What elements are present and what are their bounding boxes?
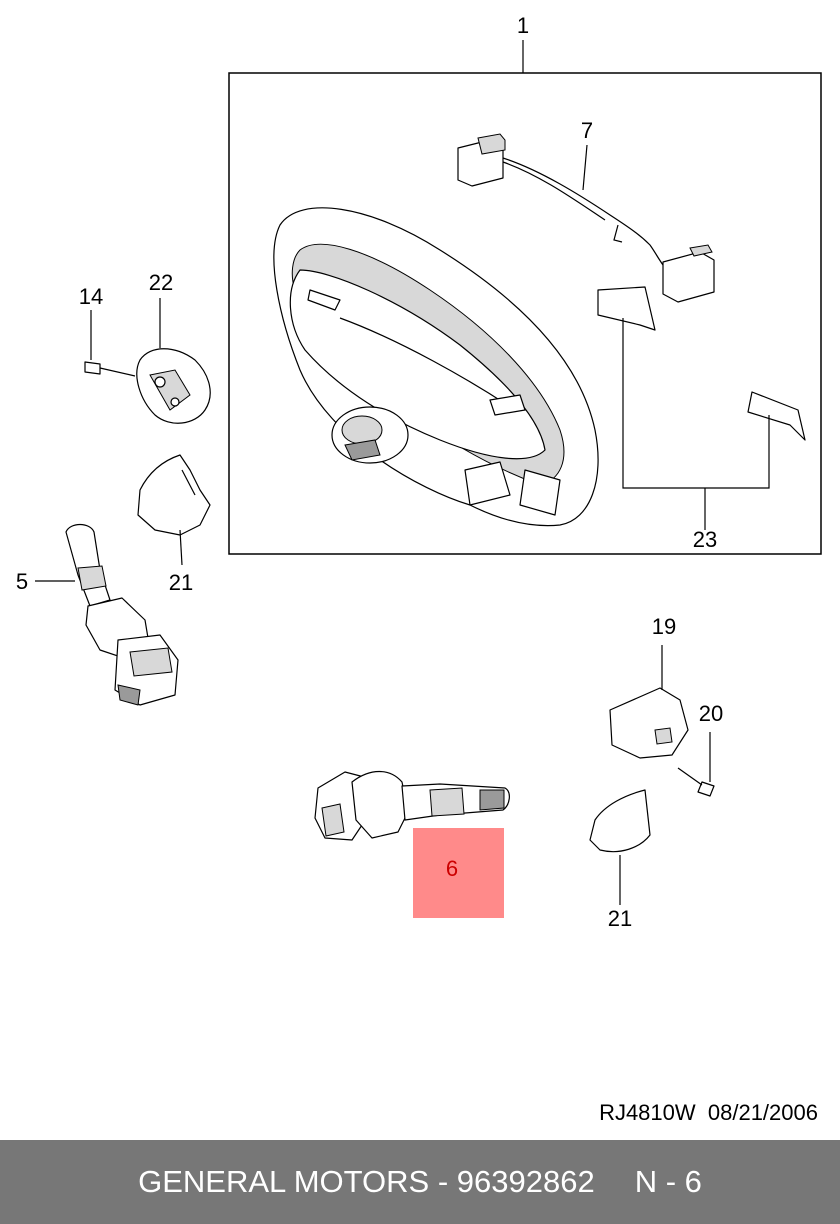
callout-14: 14 xyxy=(79,284,103,309)
combination-switch-icon[interactable] xyxy=(35,523,179,706)
wiring-harness-icon[interactable] xyxy=(457,133,715,303)
callout-6[interactable]: 6 xyxy=(446,856,458,881)
cover-right-icon[interactable] xyxy=(589,789,651,905)
footer-bar: GENERAL MOTORS - 96392862 N - 6 xyxy=(0,1140,840,1224)
highlight-box xyxy=(413,828,504,918)
callout-19: 19 xyxy=(652,614,676,639)
wiper-switch-icon[interactable] xyxy=(314,770,510,841)
screw-right-icon[interactable] xyxy=(677,732,715,797)
callout-22: 22 xyxy=(149,270,173,295)
screw-icon[interactable] xyxy=(84,310,136,377)
footer-page-number: N - 6 xyxy=(634,1164,702,1199)
callout-21-right: 21 xyxy=(608,906,632,931)
callout-23: 23 xyxy=(693,527,717,552)
cover-left-icon[interactable] xyxy=(137,454,211,566)
callout-1: 1 xyxy=(517,13,529,38)
callout-5: 5 xyxy=(16,569,28,594)
callout-7: 7 xyxy=(581,118,593,143)
switch-housing-icon[interactable] xyxy=(136,298,211,424)
assembly-box xyxy=(228,72,822,555)
steering-wheel-icon[interactable] xyxy=(273,207,599,527)
callout-21-left: 21 xyxy=(169,570,193,595)
document-reference: RJ4810W 08/21/2006 xyxy=(599,1100,818,1125)
callout-20: 20 xyxy=(699,701,723,726)
switch-housing-right-icon[interactable] xyxy=(609,645,689,759)
trim-cover-icon[interactable] xyxy=(597,286,806,530)
footer-part-label: GENERAL MOTORS - 96392862 xyxy=(138,1164,595,1199)
